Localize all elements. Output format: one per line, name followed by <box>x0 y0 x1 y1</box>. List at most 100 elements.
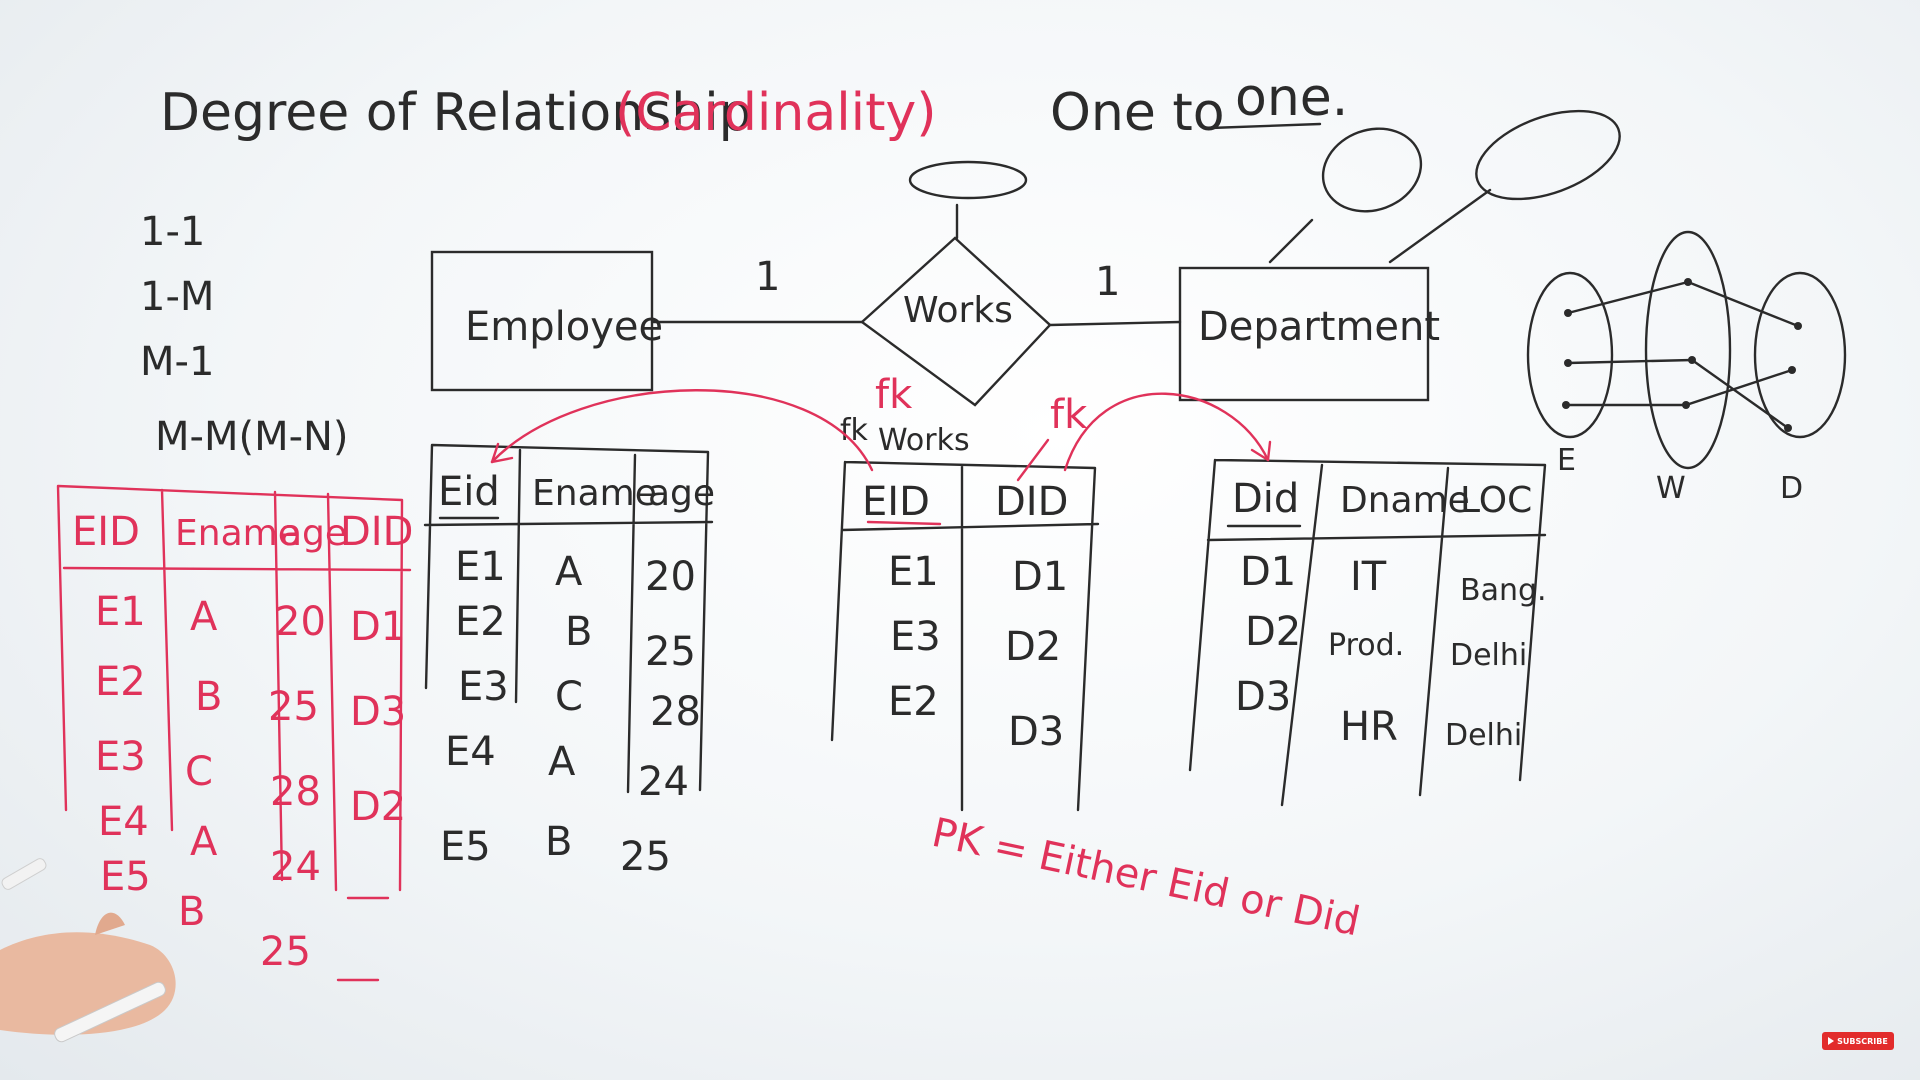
set-d-oval <box>1753 271 1847 439</box>
merged-cell: 20 <box>275 599 326 645</box>
mapping-link <box>1564 368 1794 407</box>
dept-attribute-oval-1 <box>1321 127 1423 213</box>
mapping-link <box>1566 280 1800 328</box>
set-w-oval <box>1644 230 1732 470</box>
works-cell: D1 <box>1012 554 1068 600</box>
play-icon <box>1828 1037 1835 1045</box>
set-e-oval <box>1526 271 1614 439</box>
subscribe-label: SUBSCRIBE <box>1837 1036 1888 1046</box>
department-cell: Prod. <box>1328 628 1404 663</box>
set-w-label: W <box>1656 471 1686 506</box>
department-entity-label: Department <box>1198 304 1440 350</box>
merged-cell: D1 <box>350 604 406 650</box>
merged-cell: E2 <box>95 659 146 705</box>
employee-cell: B <box>545 819 572 865</box>
works-pk-underline <box>866 520 942 526</box>
department-header-did: Did <box>1232 476 1299 522</box>
merged-cell: D3 <box>350 689 406 735</box>
merged-cell: C <box>185 749 213 795</box>
department-cell: IT <box>1350 554 1387 600</box>
works-cell: D3 <box>1008 709 1064 755</box>
foreign-key-arrows <box>490 389 1272 472</box>
employee-cell: C <box>555 674 583 720</box>
merged-cell: E5 <box>100 854 151 900</box>
title-text: Degree of Relationship <box>160 83 752 143</box>
works-table-grid <box>830 460 1100 812</box>
department-cell: D2 <box>1245 609 1301 655</box>
marker-cap <box>1 858 47 890</box>
employee-cell: A <box>548 739 576 785</box>
merged-header-age: age <box>280 513 347 554</box>
department-table-grid <box>1188 458 1547 807</box>
dept-attr-line-2 <box>1388 188 1492 264</box>
presenter-hand <box>0 858 176 1043</box>
right-cardinality: 1 <box>1095 259 1120 305</box>
right-connector-line <box>1048 320 1182 327</box>
merged-cell: B <box>195 674 222 720</box>
type-item: M-M(M-N) <box>155 414 349 460</box>
subscribe-badge[interactable]: SUBSCRIBE <box>1822 1032 1894 1050</box>
employee-cell: 25 <box>620 834 671 880</box>
fk-arrowhead-employee <box>490 442 514 464</box>
works-header-eid: EID <box>862 479 930 525</box>
works-cell: E3 <box>890 614 941 660</box>
mapping-diagram: E W D <box>1526 230 1847 506</box>
type-item: 1-1 <box>140 209 205 255</box>
set-e-label: E <box>1557 443 1576 478</box>
merged-header-did: DID <box>340 509 413 555</box>
dept-attr-line-1 <box>1268 218 1314 264</box>
department-cell: HR <box>1340 704 1398 750</box>
type-item: M-1 <box>140 339 214 385</box>
employee-cell: E5 <box>440 824 491 870</box>
employee-cell: 20 <box>645 554 696 600</box>
employee-cell: 28 <box>650 689 701 735</box>
department-cell: D3 <box>1235 674 1291 720</box>
fk-arrow-to-department <box>1063 392 1270 472</box>
employee-cell: E4 <box>445 729 496 775</box>
employee-cell: A <box>555 549 583 595</box>
department-cell: Delhi <box>1450 638 1527 673</box>
works-relationship-diamond <box>860 236 1052 407</box>
employee-cell: E1 <box>455 544 506 590</box>
employee-cell: 25 <box>645 629 696 675</box>
type-item: 1-M <box>140 274 214 320</box>
employee-header-age: age <box>648 473 715 514</box>
employee-cell: B <box>565 609 592 655</box>
dept-attribute-oval-2 <box>1475 109 1621 201</box>
department-cell: Bang. <box>1460 573 1547 608</box>
department-cell: D1 <box>1240 549 1296 595</box>
merged-cell: E4 <box>98 799 149 845</box>
merged-cell: E3 <box>95 734 146 780</box>
merged-header-eid: EID <box>72 509 140 555</box>
department-header-dname: Dname <box>1340 480 1470 521</box>
works-fk-top-label: fk <box>875 372 913 418</box>
department-entity-box <box>1178 266 1430 402</box>
er-diagram: Employee 1 Works 1 Department <box>430 109 1621 407</box>
mapping-link <box>1566 358 1790 430</box>
merged-cell: B <box>178 889 205 935</box>
works-cell: E1 <box>888 549 939 595</box>
merged-cell: 28 <box>270 769 321 815</box>
employee-header-eid: Eid <box>438 469 500 515</box>
primary-key-note: PK = Either Eid or Did <box>928 810 1364 946</box>
department-table: Did Dname LOC D1 IT Bang. D2 Prod. Delhi… <box>1188 458 1547 807</box>
department-header-loc: LOC <box>1460 480 1532 521</box>
one-to-text: One to <box>1050 83 1225 143</box>
merged-cell: A <box>190 819 218 865</box>
fk-arrow-to-employee <box>490 389 874 472</box>
cardinality-text: (Cardinality) <box>615 83 937 143</box>
one-text: one. <box>1235 68 1348 128</box>
marker-pen <box>54 981 166 1043</box>
merged-cell: A <box>190 594 218 640</box>
merged-cell: 25 <box>260 929 311 975</box>
set-d-label: D <box>1780 471 1803 506</box>
employee-cell: E2 <box>455 599 506 645</box>
relationship-attribute-oval <box>908 160 1028 200</box>
works-relationship-label: Works <box>903 290 1013 331</box>
merged-table-grid <box>56 484 412 892</box>
employee-table-grid <box>423 443 714 794</box>
merged-cell: 25 <box>268 684 319 730</box>
merged-cell: D2 <box>350 784 406 830</box>
merged-cell: 24 <box>270 844 321 890</box>
employee-header-ename: Ename <box>532 473 657 514</box>
